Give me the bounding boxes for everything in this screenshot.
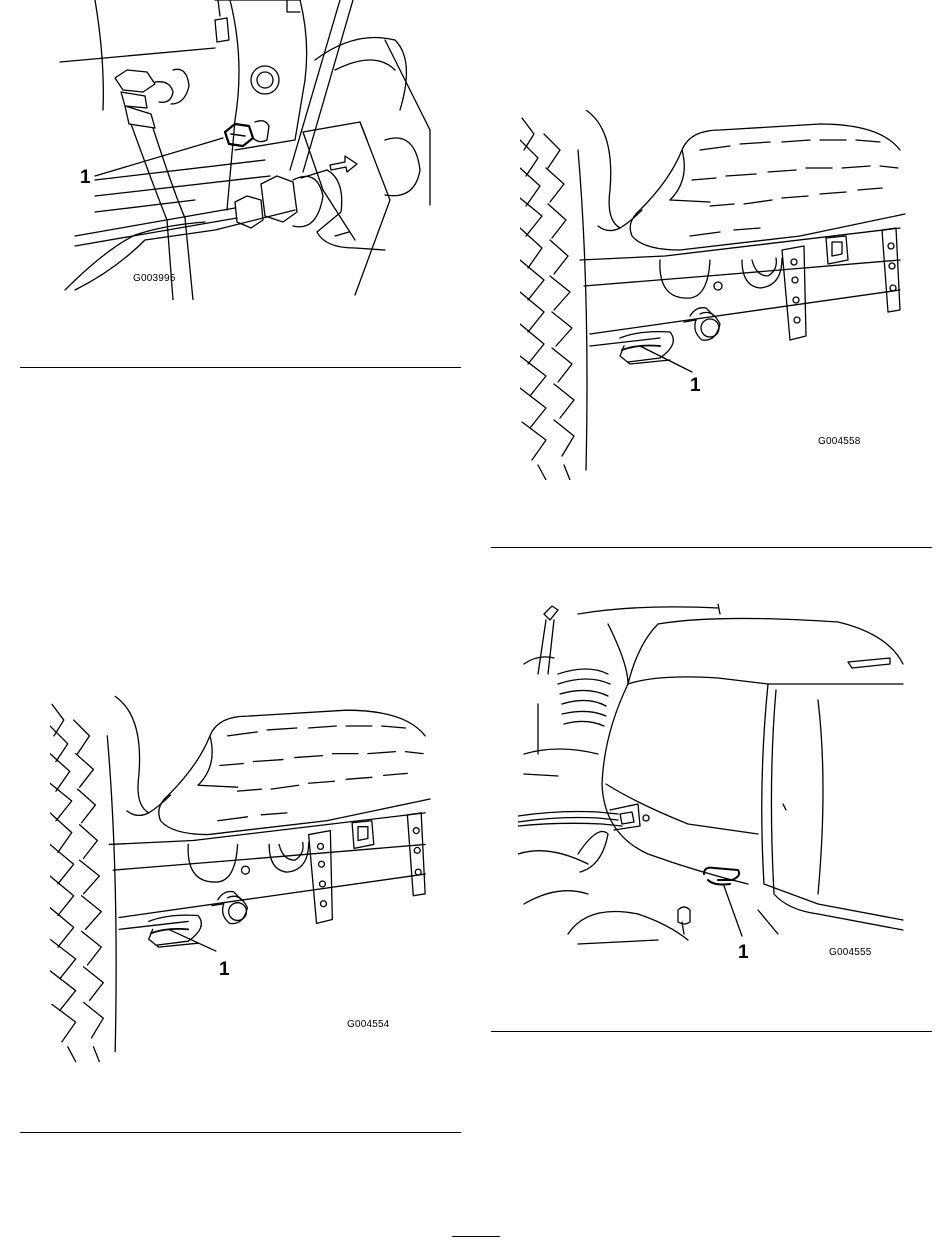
figure-code: G003995 — [133, 274, 176, 284]
callout-number: 1 — [690, 376, 701, 395]
figure-seat-lock-pin-right — [520, 110, 910, 480]
figure-seat-lock-pin-left — [50, 694, 435, 1064]
figure-hydraulic-fitting — [55, 0, 445, 300]
hydraulic-fitting-illustration — [55, 0, 445, 300]
section-rule — [491, 1031, 932, 1032]
callout-number: 1 — [738, 943, 749, 962]
section-rule — [20, 1132, 461, 1133]
hood-latch-illustration — [518, 604, 908, 954]
seat-underside-illustration — [50, 694, 435, 1064]
figure-hood-latch — [518, 604, 908, 954]
figure-code: G004558 — [818, 437, 861, 447]
figure-code: G004554 — [347, 1020, 390, 1030]
page-number-rule — [452, 1236, 500, 1237]
section-rule — [20, 367, 461, 368]
section-rule — [491, 547, 932, 548]
callout-number: 1 — [219, 960, 230, 979]
callout-number: 1 — [80, 168, 91, 187]
figure-code: G004555 — [829, 948, 872, 958]
seat-underside-illustration — [520, 110, 910, 480]
